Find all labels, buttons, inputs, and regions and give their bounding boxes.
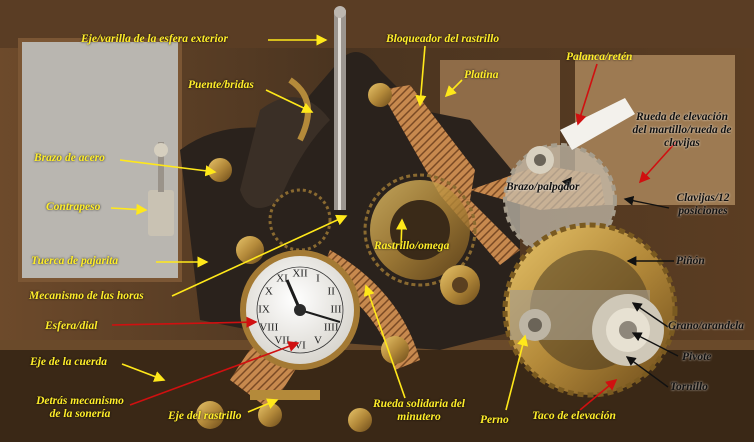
label-rastrillo-omega: Rastrillo/omega (374, 240, 450, 252)
label-palanca: Palanca/retén (566, 51, 633, 63)
label-rueda-elevacion-line2: del martillo/rueda de (632, 124, 732, 136)
label-detras-line1: Detrás mecanismo (36, 395, 124, 407)
arrow-palanca (575, 63, 598, 126)
label-platina: Platina (464, 69, 499, 81)
label-bloqueador: Bloqueador del rastrillo (386, 33, 500, 45)
label-contrapeso: Contrapeso (46, 201, 101, 213)
label-esfera-dial: Esfera/dial (45, 320, 98, 332)
arrow-brazo-palpador (559, 176, 572, 193)
arrow-rueda-minutero (363, 284, 406, 399)
label-brazo-palpador: Brazo/palpador (506, 181, 580, 193)
arrow-clavijas (623, 195, 670, 209)
dial-numeral: XI (276, 272, 288, 284)
arrow-pivote (631, 332, 679, 357)
dial-numeral: I (316, 272, 320, 284)
arrow-eje-cuerda (121, 363, 166, 382)
arrow-brazo-acero (119, 159, 217, 177)
label-tornillo: Tornillo (670, 381, 708, 393)
label-pinon: Piñón (676, 255, 705, 267)
label-clavijas: Clavijas/12 posiciones (662, 192, 744, 218)
dial-numeral: III (331, 304, 342, 316)
arrow-detras (129, 341, 300, 406)
dial-numeral: VII (274, 335, 290, 347)
label-eje-esfera: Eje/varilla de la esfera exterior (81, 33, 228, 45)
label-detras-soneria: Detrás mecanismo de la sonería (20, 395, 140, 421)
dial-numeral: IX (258, 304, 270, 316)
label-rueda-minutero-line1: Rueda solidaria del (372, 398, 465, 410)
label-puente: Puente/bridas (188, 79, 254, 91)
dial-numeral: II (328, 286, 336, 298)
label-perno: Perno (480, 414, 509, 426)
dial-numeral: IIII (324, 322, 339, 334)
label-clavijas-line1: Clavijas/12 (676, 192, 730, 204)
arrow-bloqueador (415, 45, 427, 107)
label-tuerca-pajarita: Tuerca de pajarita (31, 255, 119, 267)
arrow-contrapeso (110, 203, 148, 216)
dial-numeral: VIII (259, 322, 278, 334)
label-detras-line2: de la sonería (49, 408, 111, 420)
arrow-mec-horas (171, 214, 348, 297)
label-rueda-elevacion-line1: Rueda de elevación (636, 111, 728, 123)
label-eje-rastrillo: Eje del rastrillo (168, 410, 242, 422)
label-rueda-elevacion-martillo: Rueda de elevación del martillo/rueda de… (612, 111, 752, 150)
arrow-perno (505, 334, 529, 411)
dial-numeral: VI (294, 340, 306, 352)
label-mecanismo-horas: Mecanismo de las horas (29, 290, 144, 302)
arrow-rueda-elevacion (638, 141, 677, 184)
label-grano-arandela: Grano/arandela (668, 320, 745, 332)
arrow-platina (444, 79, 463, 98)
dial-numeral: X (265, 286, 273, 298)
label-taco-elevacion: Taco de elevación (532, 410, 616, 422)
dial-numeral: XII (292, 268, 308, 280)
dial-numeral: V (314, 335, 322, 347)
arrow-esfera-dial (111, 316, 258, 328)
arrow-taco (579, 378, 618, 411)
arrow-tornillo (625, 356, 669, 388)
arrow-grano (631, 302, 669, 328)
label-eje-cuerda: Eje de la cuerda (30, 356, 107, 368)
arrow-eje-rastrillo (247, 398, 279, 413)
arrow-puente (265, 89, 314, 113)
label-brazo-acero: Brazo de acero (34, 152, 105, 164)
arrow-rastrillo (396, 218, 408, 247)
label-pivote: Pivote (682, 351, 712, 363)
label-rueda-minutero: Rueda solidaria del minutero (358, 398, 480, 424)
label-rueda-minutero-line2: minutero (397, 411, 441, 423)
label-rueda-elevacion-line3: clavijas (664, 137, 700, 149)
label-clavijas-line2: posiciones (678, 205, 728, 217)
